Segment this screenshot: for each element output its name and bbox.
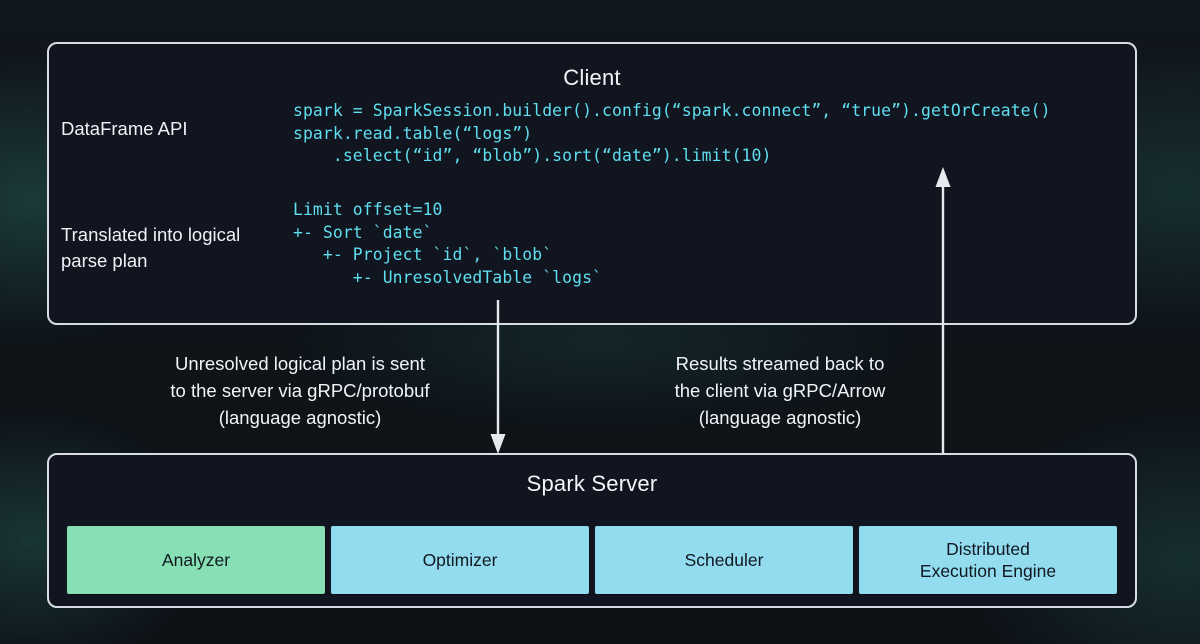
server-component-distributed-execution-engine[interactable]: Distributed Execution Engine (859, 526, 1117, 594)
dataframe-api-code: spark = SparkSession.builder().config(“s… (293, 101, 1051, 165)
server-component-label: Analyzer (161, 550, 231, 570)
server-component-optimizer[interactable]: Optimizer (331, 526, 589, 594)
client-panel: Client DataFrame API spark = SparkSessio… (47, 42, 1137, 325)
spark-server-panel: Spark Server Analyzer Optimizer Schedule… (47, 453, 1137, 608)
arrow-down-icon (490, 300, 506, 454)
server-component-list: Analyzer Optimizer Scheduler Distributed… (67, 526, 1117, 594)
server-component-scheduler[interactable]: Scheduler (595, 526, 853, 594)
logical-parse-plan-label: Translated into logical parse plan (61, 224, 241, 271)
flow-caption-to-server: Unresolved logical plan is sent to the s… (170, 353, 430, 428)
flow-caption-to-client: Results streamed back to the client via … (674, 353, 886, 428)
logical-parse-plan-code: Limit offset=10 +- Sort `date` +- Projec… (293, 200, 603, 287)
client-panel-title: Client (563, 65, 621, 90)
spark-server-panel-title: Spark Server (526, 471, 658, 496)
server-component-label: Optimizer (422, 550, 498, 570)
server-component-analyzer[interactable]: Analyzer (67, 526, 325, 594)
server-component-label: Distributed Execution Engine (919, 539, 1057, 581)
server-component-label: Scheduler (684, 550, 764, 570)
dataframe-api-label: DataFrame API (61, 118, 188, 139)
arrow-up-icon (935, 167, 951, 457)
